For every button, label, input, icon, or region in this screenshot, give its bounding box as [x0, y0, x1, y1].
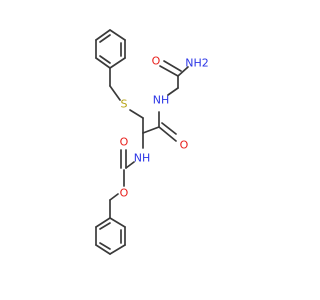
- bond-nh-ch2: [167, 87, 179, 96]
- bond-ring2: [95, 217, 111, 228]
- bond-amide-co-double: [159, 65, 179, 77]
- atom-nh-carbamate-label: NH: [134, 152, 151, 165]
- bond-ring2: [95, 244, 111, 255]
- bond-ring1: [109, 29, 126, 41]
- bond-calpha-co: [142, 126, 160, 134]
- atom-nh-peptide-label: NH: [153, 94, 170, 107]
- bond-nh-ccarb: [125, 161, 135, 169]
- bond-ring2: [109, 217, 126, 228]
- bond-co-double: [161, 122, 177, 135]
- bond-ring1: [95, 57, 111, 69]
- bond-ring2-inner: [99, 242, 111, 250]
- bond-ring1: [95, 29, 111, 41]
- atom-labels: NH2 O NH O S NH O O: [120, 55, 209, 200]
- atom-o-ester-label: O: [120, 187, 129, 200]
- bond-co-double: [158, 126, 177, 142]
- bond-ring2-inner: [99, 222, 111, 230]
- atom-nh2-label: NH2: [185, 57, 209, 70]
- bond-ring1-inner: [99, 34, 111, 43]
- molecule-structure: NH2 O NH O S NH O O: [95, 29, 209, 255]
- atom-s-label: S: [121, 98, 128, 111]
- bond-ring1-inner: [99, 55, 111, 64]
- atom-o-amide-label: O: [152, 55, 161, 68]
- bond-ring2: [109, 244, 126, 255]
- atom-o-carbamate-label: O: [120, 136, 129, 149]
- bond-ch2-s: [109, 85, 121, 101]
- bond-ring1: [109, 57, 126, 69]
- bond-s-ch2: [129, 109, 144, 119]
- atom-o-peptide-label: O: [180, 139, 189, 152]
- bonds: [95, 29, 189, 255]
- bond-amide-nh2: [177, 66, 189, 77]
- bond-amide-co-double: [163, 60, 182, 72]
- bond-oester-ch2: [109, 193, 119, 201]
